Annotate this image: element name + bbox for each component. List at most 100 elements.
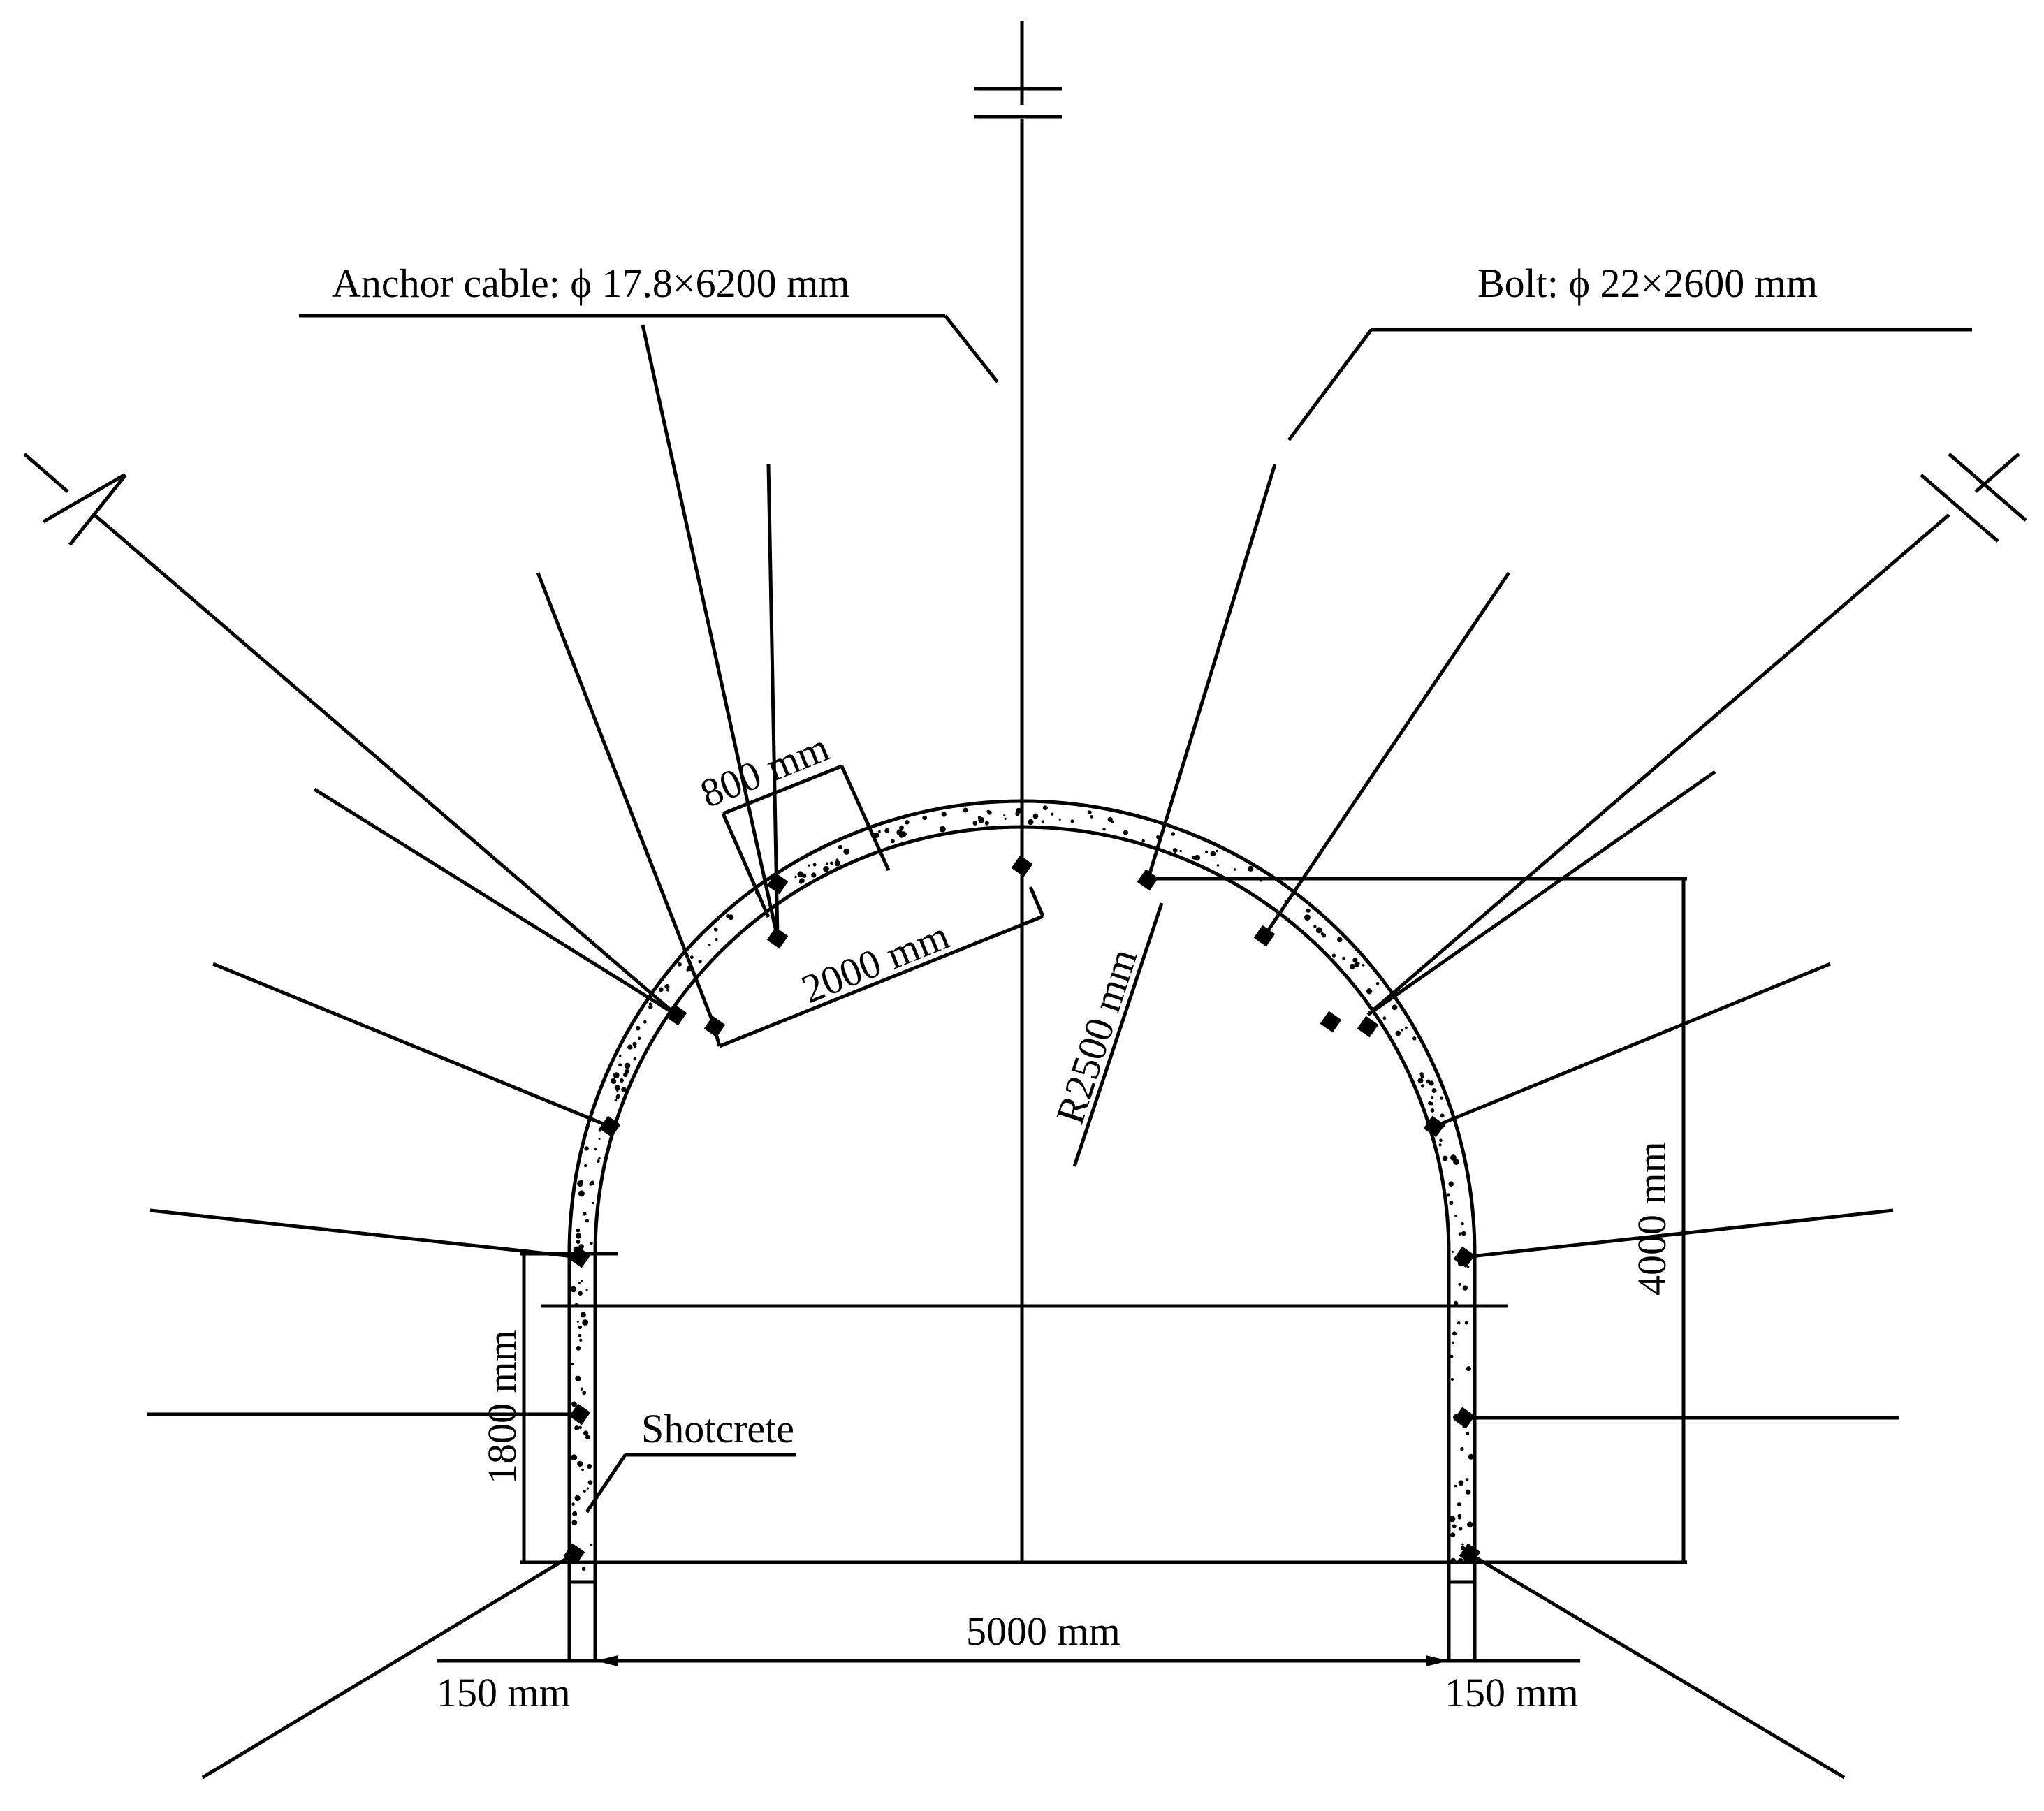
aggregate-dot (633, 1044, 637, 1048)
aggregate-dot (574, 1425, 580, 1431)
aggregate-dot (905, 820, 910, 825)
aggregate-dot (1051, 812, 1054, 816)
aggregate-dot (1216, 864, 1220, 867)
aggregate-dot (1392, 1004, 1398, 1011)
aggregate-dot (1468, 1453, 1474, 1460)
aggregate-dot (1395, 1030, 1401, 1036)
aggregate-dot (578, 1190, 585, 1197)
aggregate-dot (823, 865, 829, 872)
bolt-length-label: 2000 mm (796, 912, 956, 1012)
aggregate-dot (597, 1159, 600, 1164)
aggregate-dot (611, 1078, 617, 1084)
aggregate-dot (1210, 851, 1216, 857)
aggregate-dot (582, 1212, 587, 1216)
aggregate-dot (582, 1319, 589, 1326)
bolt-line (641, 324, 780, 939)
aggregate-dot (987, 810, 992, 815)
aggregate-dot (1015, 812, 1020, 816)
aggregate-dot (629, 1046, 632, 1050)
aggregate-dot (984, 821, 989, 826)
aggregate-dot (1467, 1521, 1473, 1527)
aggregate-dot (1428, 1101, 1432, 1106)
aggregate-dot (1430, 1096, 1434, 1099)
aggregate-dot (1458, 1527, 1463, 1531)
aggregate-dot (1442, 1155, 1448, 1161)
aggregate-dot (1194, 855, 1201, 861)
aggregate-dot (616, 1094, 620, 1098)
aggregate-dot (899, 825, 904, 830)
aggregate-dot (648, 1004, 653, 1009)
bolt-plate (766, 927, 789, 949)
aggregate-dot (589, 1182, 593, 1186)
aggregate-dot (592, 1201, 594, 1205)
aggregate-dot (1412, 1036, 1417, 1041)
bolt-plate (569, 1246, 591, 1268)
bolt-plate (599, 1115, 621, 1138)
aggregate-dot (1457, 1321, 1461, 1325)
aggregate-dot (619, 1055, 622, 1057)
right-thickness-label: 150 mm (1445, 1670, 1579, 1715)
aggregate-dot (580, 1180, 583, 1182)
radius-label: R2500 mm (1047, 943, 1146, 1129)
aggregate-dot (1465, 1478, 1469, 1481)
bolt-line (1366, 770, 1716, 1017)
aggregate-dot (1439, 1138, 1443, 1142)
bolt-line (313, 787, 678, 1017)
aggregate-dot (1004, 817, 1007, 820)
aggregate-dot (578, 1425, 582, 1430)
aggregate-dot (616, 1089, 619, 1092)
aggregate-dot (1458, 1232, 1462, 1236)
aggregate-dot (1216, 849, 1218, 853)
bolt-line (201, 1552, 576, 1780)
aggregate-dot (1452, 1524, 1457, 1529)
aggregate-dot (576, 1233, 582, 1239)
aggregate-dot (843, 848, 850, 855)
aggregate-dot (1450, 1377, 1454, 1381)
aggregate-dot (1462, 1285, 1468, 1291)
aggregate-dot (571, 1502, 575, 1506)
aggregate-dot (830, 861, 833, 865)
aggregate-dot (1337, 937, 1343, 943)
aggregate-dot (580, 1312, 586, 1318)
aggregate-dot (1102, 828, 1106, 831)
aggregate-dot (1233, 868, 1236, 871)
aggregate-dot (794, 875, 797, 879)
aggregate-dot (1466, 1432, 1470, 1436)
aggregate-dot (635, 1025, 641, 1031)
bolt-line (149, 1208, 581, 1259)
aggregate-dot (1090, 815, 1093, 819)
aggregate-dot (643, 1020, 647, 1024)
bolt-plate (1459, 1543, 1481, 1565)
aggregate-dot (585, 1289, 588, 1291)
aggregate-dot (578, 1333, 582, 1337)
aggregate-dot (1352, 958, 1358, 963)
bolt-line (212, 962, 611, 1129)
aggregate-dot (884, 828, 890, 833)
aggregate-dot (618, 1063, 622, 1067)
aggregate-dot (659, 987, 664, 992)
bolt-plate (1453, 1246, 1475, 1268)
aggregate-dot (579, 1338, 583, 1342)
aggregate-dot (678, 962, 682, 967)
aggregate-dot (1032, 813, 1039, 819)
aggregate-dot (1464, 1321, 1468, 1325)
aggregate-dot (1087, 810, 1092, 815)
spacing-label: 800 mm (694, 724, 835, 816)
aggregate-dot (570, 1286, 577, 1293)
bolt-line (536, 572, 717, 1027)
aggregate-dot (1313, 925, 1317, 928)
wall-height-label: 1800 mm (479, 1330, 525, 1484)
aggregate-dot (963, 807, 968, 813)
shotcrete-aggregate (570, 805, 1474, 1571)
bolt-plate (665, 1004, 687, 1026)
aggregate-dot (576, 1346, 581, 1351)
aggregate-dot (1342, 956, 1345, 960)
aggregate-dot (578, 1281, 581, 1284)
aggregate-dot (1362, 964, 1365, 967)
aggregate-dot (582, 1391, 587, 1395)
aggregate-dot (1452, 1331, 1457, 1336)
aggregate-dot (1460, 1446, 1464, 1451)
aggregate-dot (1458, 1282, 1461, 1286)
aggregate-dot (572, 1511, 578, 1516)
